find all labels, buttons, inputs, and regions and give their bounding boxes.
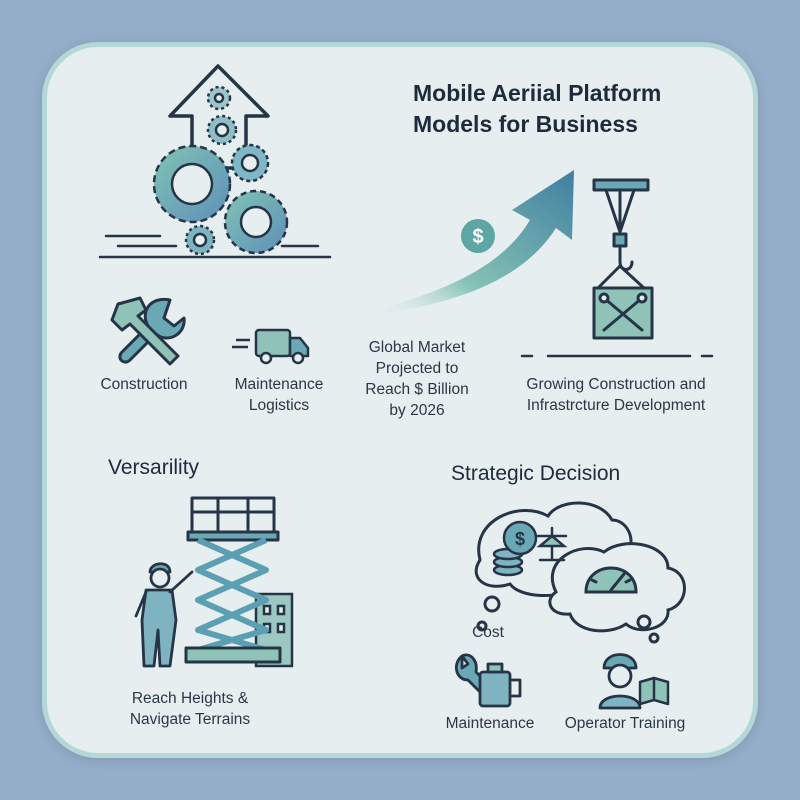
scissor-lift-icon <box>184 496 282 664</box>
maintenance-logistics-line-1: Maintenance <box>234 376 324 393</box>
truck-icon <box>232 328 310 365</box>
crane-hook-icon <box>592 178 650 290</box>
wrench-hammer-icon <box>110 296 186 366</box>
operator-training-label: Operator Training <box>564 715 686 732</box>
market-projection-text: Global Market Projected to Reach $ Billi… <box>354 337 480 421</box>
versatility-caption-line-2: Navigate Terrains <box>129 711 251 728</box>
market-line-3: Reach $ Billion <box>365 381 469 398</box>
maintenance-label: Maintenance <box>445 715 535 732</box>
strategic-decision-heading: Strategic Decision <box>451 462 621 485</box>
operator-icon <box>598 653 642 710</box>
gauge-icon <box>584 566 638 594</box>
versatility-heading: Versarility <box>108 456 200 479</box>
scale-icon <box>536 526 568 562</box>
cost-label: Cost <box>472 624 504 641</box>
versatility-caption: Reach Heights & Navigate Terrains <box>118 688 262 730</box>
oil-can-icon <box>478 662 522 708</box>
manual-icon <box>638 676 670 706</box>
market-line-2: Projected to <box>375 360 459 377</box>
title-line-2: Models for Business <box>413 111 638 137</box>
tools-crate-icon <box>592 286 654 340</box>
gears-icon <box>152 85 289 256</box>
market-line-1: Global Market <box>368 339 466 356</box>
maintenance-logistics-line-2: Logistics <box>248 397 310 414</box>
market-line-4: by 2026 <box>389 402 445 419</box>
title-line-1: Mobile Aeriial Platform <box>413 80 662 106</box>
dollar-icon: $ <box>461 219 495 253</box>
coins-icon: $ <box>492 520 538 577</box>
construction-label: Construction <box>100 376 188 393</box>
speed-lines <box>98 234 332 259</box>
growth-arrow-icon <box>370 170 574 316</box>
svg-text:$: $ <box>515 529 525 549</box>
worker-icon <box>134 562 194 668</box>
maintenance-logistics-label: Maintenance Logistics <box>222 374 336 416</box>
growth-text: Growing Construction and Infrastrcture D… <box>508 374 724 416</box>
versatility-caption-line-1: Reach Heights & <box>131 690 249 707</box>
growth-line-2: Infrastrcture Development <box>526 397 706 414</box>
svg-text:$: $ <box>472 226 483 248</box>
growth-line-1: Growing Construction and <box>526 376 706 393</box>
page-title: Mobile Aeriial Platform Models for Busin… <box>413 78 661 140</box>
